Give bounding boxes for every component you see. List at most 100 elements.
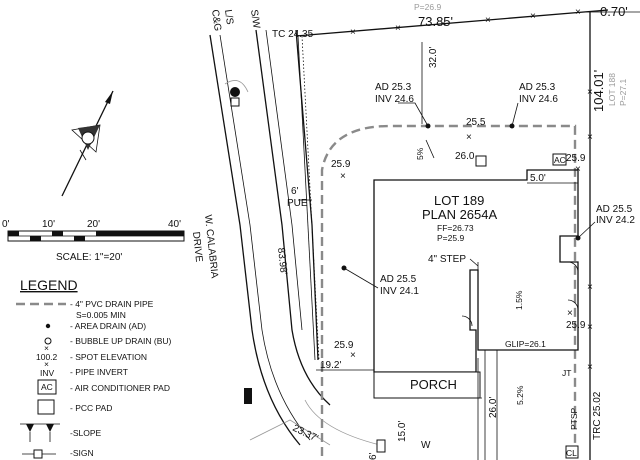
svg-text:×: × (350, 27, 356, 38)
glip-label: GLIP=26.1 (505, 339, 546, 349)
ls-label: L/S (222, 9, 235, 26)
neighbor-p-top: P=26.9 (414, 2, 441, 12)
svg-text:×: × (575, 7, 581, 18)
trc-label: TRC 25.02 (592, 391, 603, 440)
fire-hydrant-icon (230, 87, 240, 97)
legend-pipe-sub: S=0.005 MIN (76, 310, 126, 320)
legend-pcc-pad-icon (37, 399, 55, 415)
svg-text:×: × (587, 132, 593, 143)
street-name-line2: DRIVE (190, 231, 204, 263)
setback-right-dimension: 5.0' (530, 173, 546, 184)
curve-dimension: 23.37' (291, 423, 320, 445)
scale-tick-0: 0' (2, 219, 10, 230)
legend-title: LEGEND (20, 277, 78, 293)
lot-plan: PLAN 2654A (422, 207, 497, 222)
spot-elevation: 25.5 (466, 117, 486, 128)
north-arrow-icon (61, 90, 114, 197)
legend-ac-value: AC (41, 382, 53, 392)
top-right-dimension: 0.70' (600, 4, 628, 19)
right-dimension: 104.01' (591, 70, 606, 112)
svg-text:×: × (587, 282, 593, 293)
slope-label: 5% (415, 147, 425, 160)
ac-pad-label: AC (554, 155, 566, 165)
legend-spot: - SPOT ELEVATION (70, 352, 147, 362)
legend-spot-value: 100.2 (36, 352, 58, 362)
legend-inv-value: INV (40, 368, 55, 378)
spot-elevation: 26.0 (455, 151, 475, 162)
svg-text:×: × (530, 11, 536, 22)
street-curb (209, 29, 381, 446)
ptsp-label: PTSP (569, 407, 579, 430)
svg-text:×: × (440, 19, 446, 30)
step-label: 4" STEP (428, 254, 466, 265)
legend-area-drain: - AREA DRAIN (AD) (70, 321, 146, 331)
legend-bubble-up-icon (44, 337, 52, 345)
drain-2-inv: INV 24.6 (519, 94, 558, 105)
spot-elevation: 25.9 (331, 159, 351, 170)
ac-pad-icon (552, 153, 567, 166)
svg-text:×: × (587, 362, 593, 373)
legend-inv: - PIPE INVERT (70, 367, 128, 377)
drain-4-ad: AD 25.5 (380, 274, 417, 285)
legend-sign: -SIGN (70, 448, 94, 458)
porch-label: PORCH (410, 377, 457, 392)
scale-bar: 0' 10' 20' 40' SCALE: 1"=20' (2, 219, 185, 263)
legend-slope-icon (20, 423, 60, 442)
legend-bubble-up: - BUBBLE UP DRAIN (BU) (70, 336, 172, 346)
pue-width: 6' (291, 186, 299, 197)
neighbor-p-label: P=27.1 (618, 79, 628, 106)
slope-label: 1.5% (514, 290, 524, 310)
lot-name: LOT 189 (434, 193, 484, 208)
svg-text:×: × (350, 350, 356, 361)
legend-area-drain-icon (45, 323, 51, 329)
drain-pipe (320, 124, 577, 460)
drain-2-ad: AD 25.3 (519, 82, 556, 93)
cg-label: C&G (209, 9, 223, 32)
sw-label: S/W (248, 9, 262, 30)
house-footprint (373, 169, 579, 460)
left-bottom-dimension: 15.0' (397, 421, 408, 442)
scale-tick-20: 20' (87, 219, 100, 230)
svg-text:×: × (485, 15, 491, 26)
property-line: × × × × × × × × × × × (295, 7, 609, 460)
top-dimension: 73.85' (418, 14, 453, 29)
legend-pipe: - 4" PVC DRAIN PIPE (70, 299, 154, 309)
bottom-six-dimension: 6' (368, 452, 379, 460)
neighbor-lot-label: LOT 188 (607, 73, 617, 106)
svg-text:×: × (395, 23, 401, 34)
legend-pcc: - PCC PAD (70, 403, 112, 413)
legend-sign-icon (22, 449, 56, 459)
drain-1-ad: AD 25.3 (375, 82, 412, 93)
drop-dimension: 32.0' (428, 47, 439, 68)
street-name-line1: W. CALABRIA (202, 214, 220, 279)
tc-label: TC 24.35 (272, 29, 314, 40)
legend-ac-pad-icon (37, 379, 57, 395)
utility-box-icon (244, 388, 252, 404)
lot-p: P=25.9 (437, 233, 464, 243)
lot-ff: FF=26.73 (437, 223, 474, 233)
drain-1-inv: INV 24.6 (375, 94, 414, 105)
legend: LEGEND - 4" PVC DRAIN PIPE S=0.005 MIN -… (16, 277, 172, 459)
spot-elevation: 25.9 (566, 153, 586, 164)
drain-4-inv: INV 24.1 (380, 286, 419, 297)
drive-depth-dimension: 26.0' (488, 397, 499, 418)
cl-label: CL (566, 448, 577, 458)
drain-3-ad: AD 25.5 (596, 204, 633, 215)
svg-text:×: × (587, 87, 593, 98)
scale-tick-40: 40' (168, 219, 181, 230)
sign-icon (376, 439, 386, 453)
jt-label: JT (562, 368, 571, 378)
svg-text:×: × (567, 308, 573, 319)
frontage-dimension: 83.98' (275, 247, 289, 275)
svg-text:×: × (587, 322, 593, 333)
slope-label: 5.2% (515, 385, 525, 405)
scale-caption: SCALE: 1"=20' (56, 252, 122, 263)
legend-slope: -SLOPE (70, 428, 102, 438)
spot-elevation: 25.9 (566, 320, 586, 331)
pcc-pad-icon (475, 155, 487, 167)
spot-elevation: 25.9 (334, 340, 354, 351)
svg-text:×: × (466, 132, 472, 143)
svg-text:×: × (340, 171, 346, 182)
svg-text:×: × (44, 359, 49, 369)
